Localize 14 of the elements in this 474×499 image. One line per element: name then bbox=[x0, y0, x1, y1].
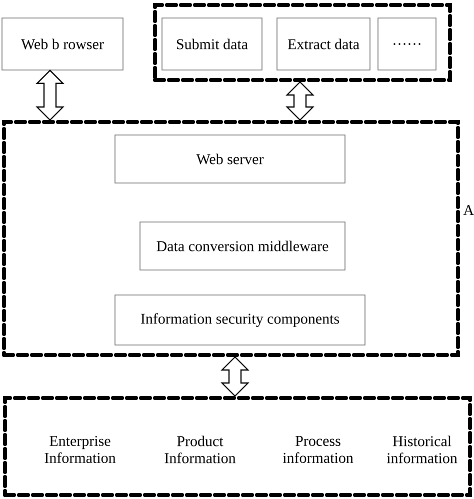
double-arrow bbox=[220, 356, 250, 397]
double-arrow bbox=[36, 70, 64, 121]
process-box: Information security components bbox=[114, 294, 366, 346]
process-box: Extract data bbox=[276, 18, 370, 70]
side-label: A bbox=[463, 205, 474, 215]
process-box: Submit data bbox=[162, 18, 262, 70]
group-frame bbox=[153, 3, 452, 82]
data-source-panel: Enterprise Information Product Information Process information Historical information bbox=[3, 396, 472, 497]
process-box: Web server bbox=[114, 134, 346, 184]
process-box: Web b rowser bbox=[2, 18, 124, 70]
group-frame bbox=[2, 120, 460, 357]
process-box: …… bbox=[378, 18, 436, 70]
double-arrow bbox=[286, 81, 314, 121]
process-box: Data conversion middleware bbox=[140, 222, 346, 270]
